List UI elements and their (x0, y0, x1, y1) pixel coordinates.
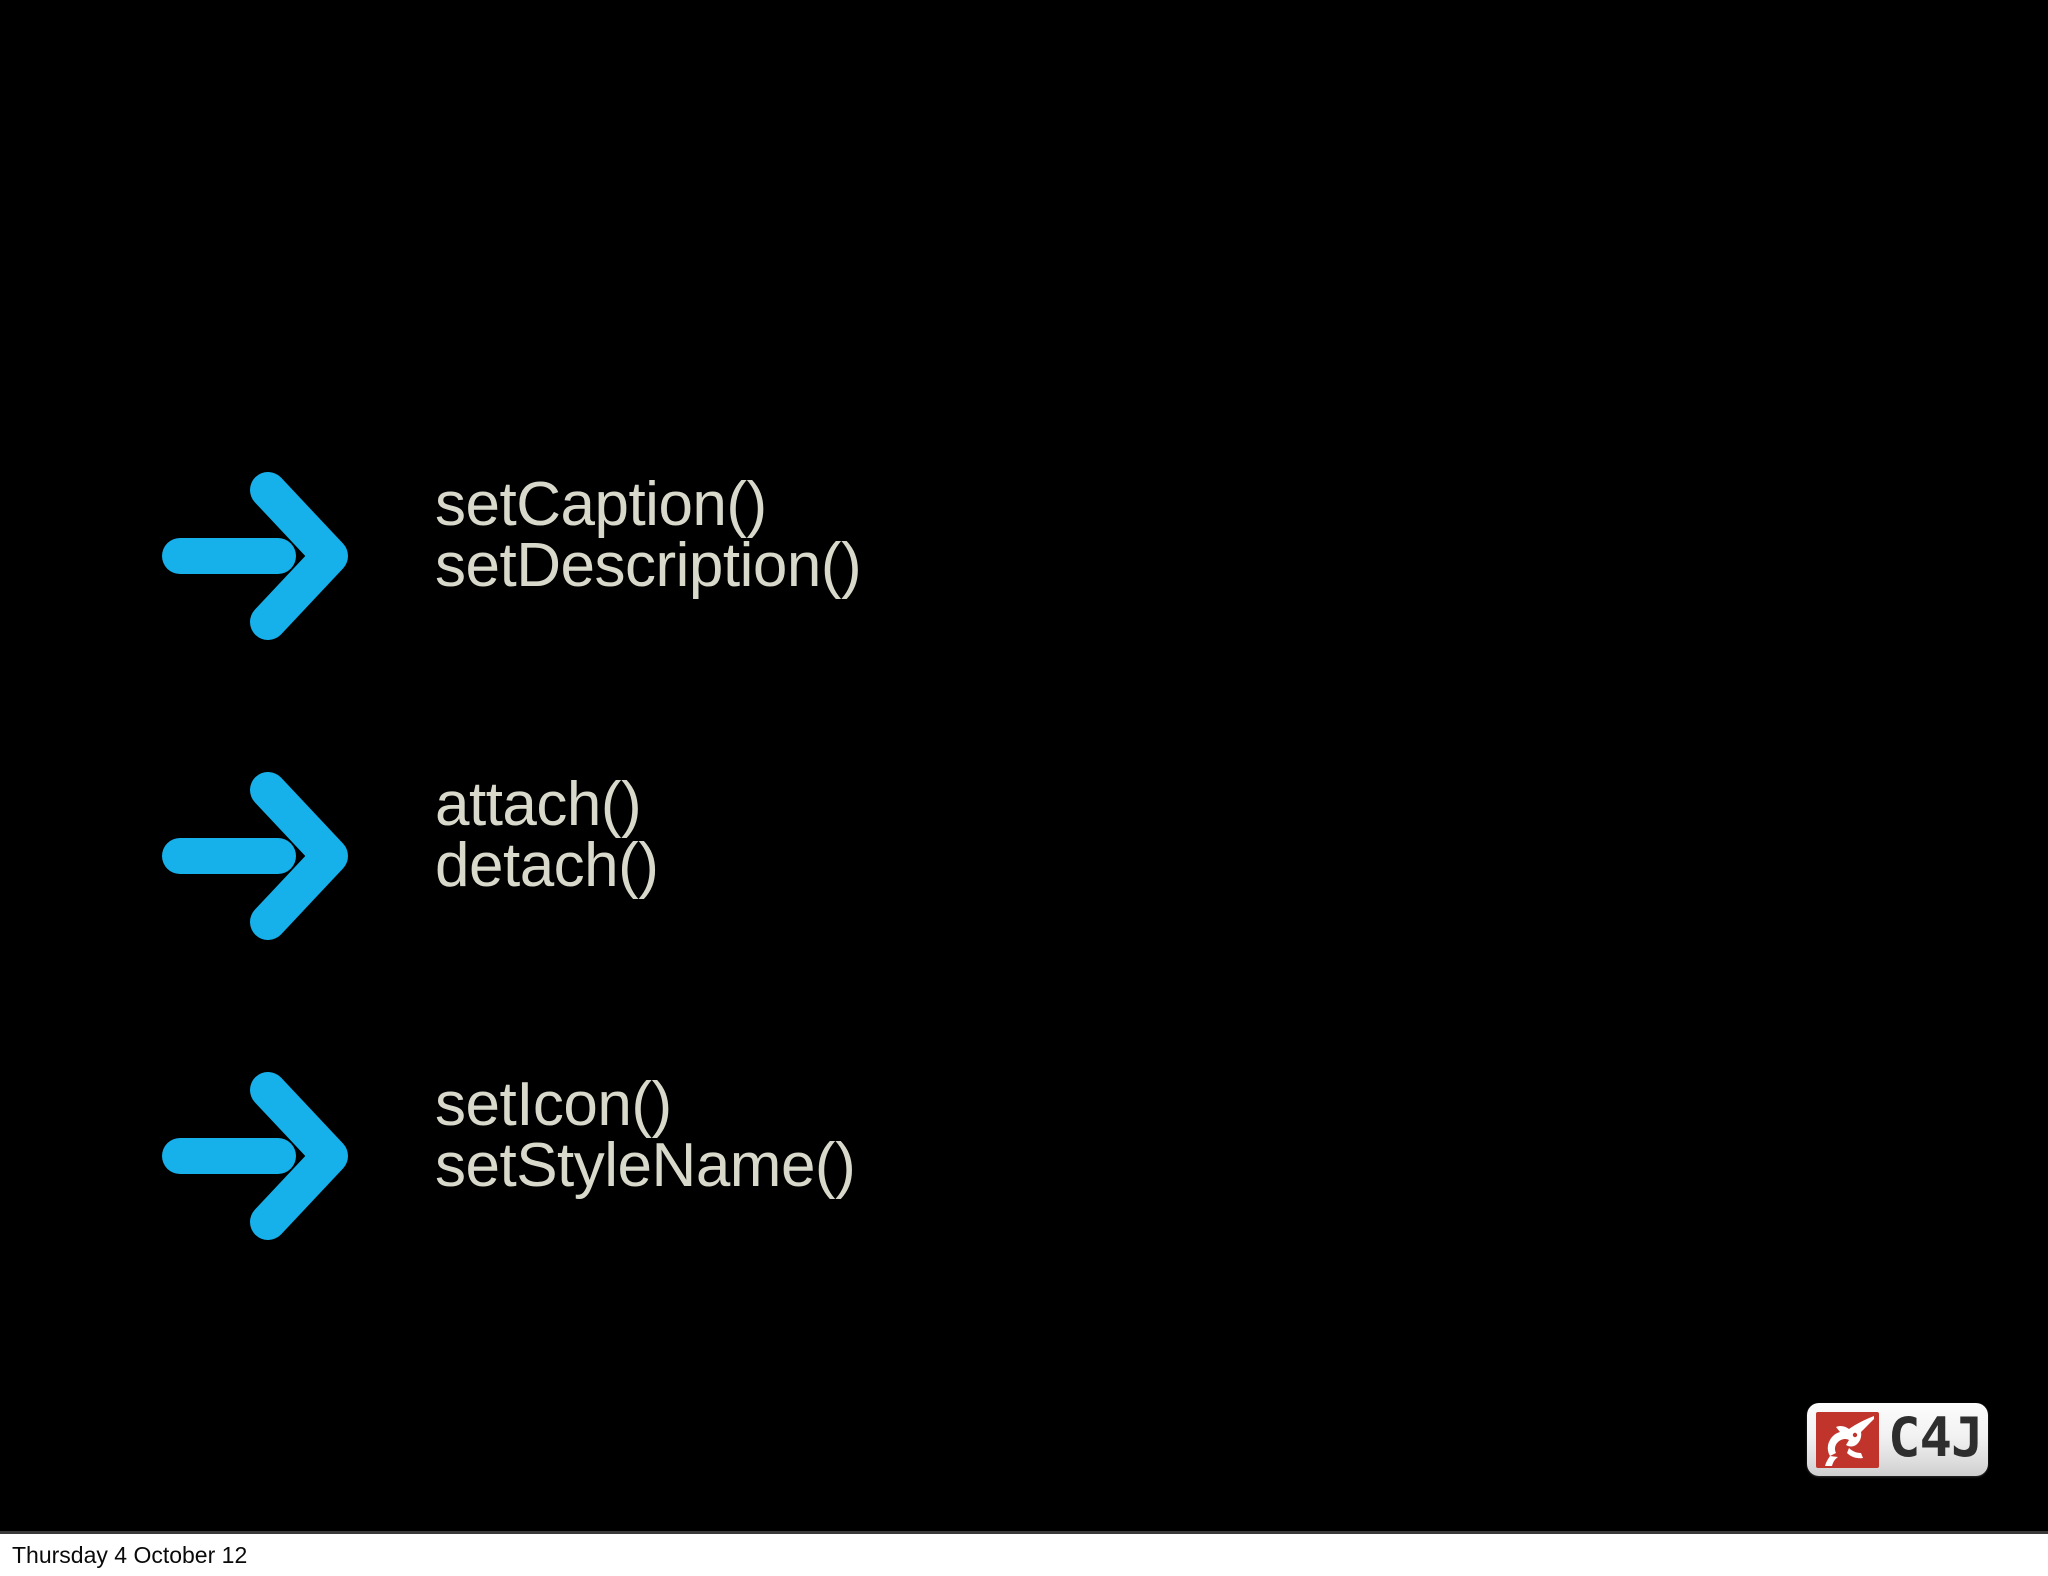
c4j-logo: C4J (1807, 1403, 1988, 1476)
bullet-text: attach() detach() (435, 768, 659, 900)
bullet-line: setCaption() (435, 470, 767, 539)
bullet-text: setIcon() setStyleName() (435, 1068, 856, 1200)
arrow-right-icon (160, 768, 360, 943)
footer-date: Thursday 4 October 12 (12, 1542, 248, 1568)
bullet-row: setIcon() setStyleName() (160, 1068, 856, 1243)
c4j-logo-text: C4J (1888, 1406, 1984, 1469)
bullet-line: attach() (435, 770, 642, 839)
slide-canvas: setCaption() setDescription() attach() (0, 0, 2048, 1534)
bullet-row: attach() detach() (160, 768, 659, 943)
bullet-row-list: setCaption() setDescription() attach() (160, 468, 862, 1243)
bullet-line: setStyleName() (435, 1131, 856, 1200)
bullet-line: detach() (435, 831, 659, 900)
arrow-right-icon (160, 1068, 360, 1243)
bullet-row: setCaption() setDescription() (160, 468, 862, 643)
bullet-line: setIcon() (435, 1070, 672, 1139)
chameleon-icon (1816, 1411, 1879, 1468)
bullet-text: setCaption() setDescription() (435, 468, 862, 600)
arrow-right-icon (160, 468, 360, 643)
viewer-footer: Thursday 4 October 12 (0, 1534, 2048, 1576)
bullet-line: setDescription() (435, 531, 862, 600)
